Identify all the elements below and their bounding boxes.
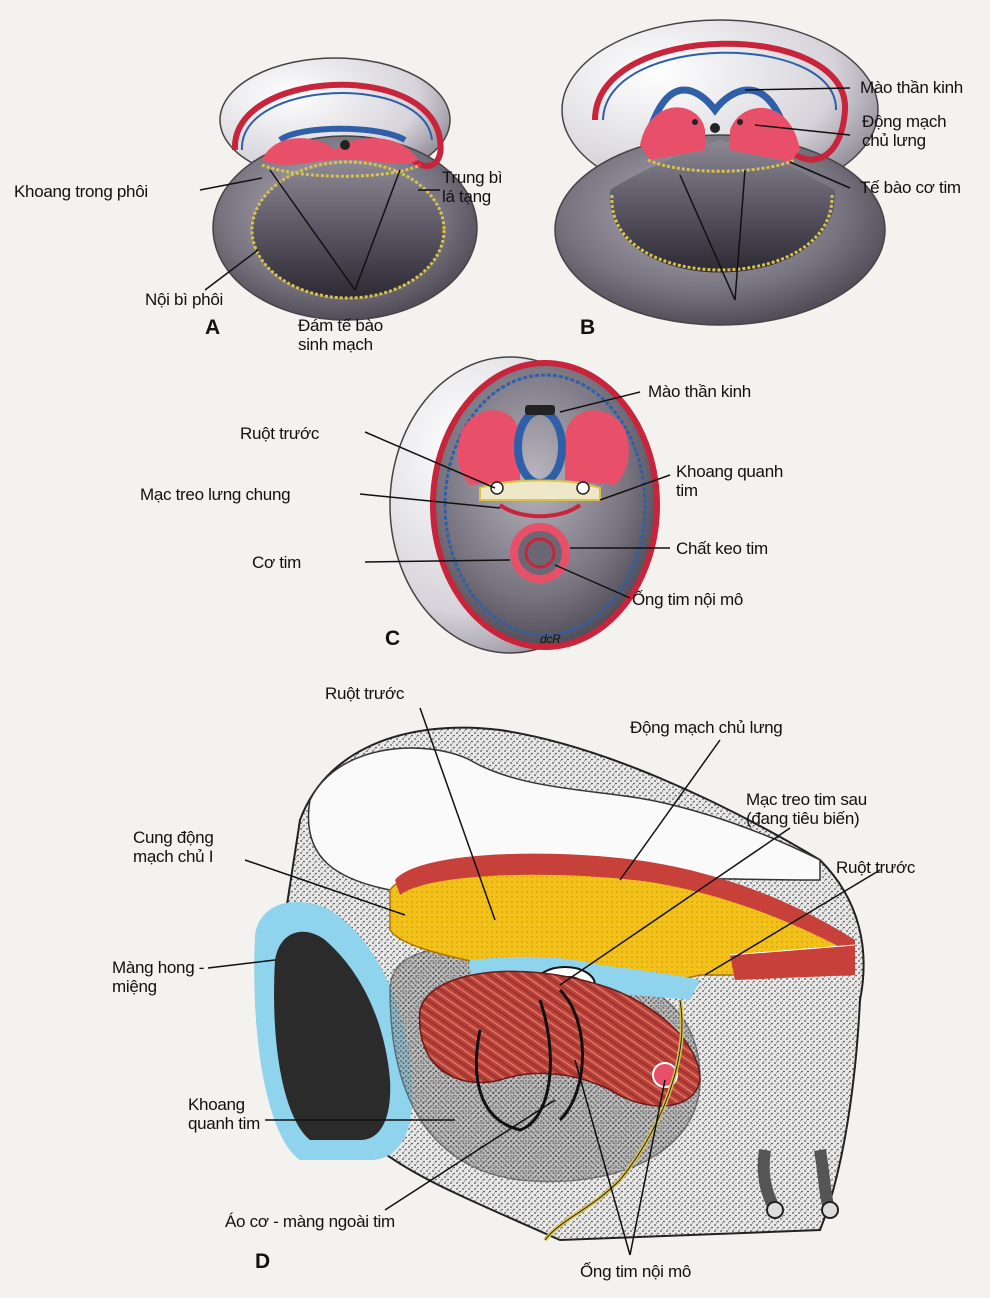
label-ong-tim-noi-mo-d: Ống tim nội mô bbox=[580, 1262, 692, 1281]
label-line: tim bbox=[676, 481, 698, 500]
label-line: Đám tế bào bbox=[298, 316, 383, 335]
label-line: Mạc treo tim sau bbox=[746, 790, 867, 809]
panel-b-drawing bbox=[554, 19, 886, 326]
label-cung-dong-mach-chu: Cung động mạch chủ I bbox=[133, 828, 214, 866]
label-mao-than-kinh-c: Mào thần kinh bbox=[648, 382, 751, 401]
label-mac-treo-tim-sau: Mạc treo tim sau (đang tiêu biến) bbox=[746, 790, 867, 828]
label-line: Màng hong - bbox=[112, 958, 205, 977]
label-trung-bi-la-tang: Trung bì lá tạng bbox=[442, 168, 503, 206]
label-dong-mach-chu-lung-d: Động mạch chủ lưng bbox=[630, 718, 783, 737]
label-chat-keo-tim: Chất keo tim bbox=[676, 539, 768, 558]
label-ruot-truoc-d-top: Ruột trước bbox=[325, 684, 405, 703]
label-line: Cung động bbox=[133, 828, 214, 847]
label-line: quanh tim bbox=[188, 1114, 260, 1133]
label-noi-bi-phoi: Nội bì phôi bbox=[145, 290, 223, 309]
label-line: (đang tiêu biến) bbox=[746, 809, 860, 828]
leader-lines bbox=[199, 87, 881, 1256]
label-ong-tim-noi-mo-c: Ống tim nội mô bbox=[632, 590, 744, 609]
label-dam-te-bao-sinh-mach: Đám tế bào sinh mạch bbox=[298, 316, 383, 354]
label-ruot-truoc-c: Ruột trước bbox=[240, 424, 320, 443]
panel-label-d: D bbox=[255, 1250, 271, 1273]
label-ruot-truoc-d-right: Ruột trước bbox=[836, 858, 916, 877]
panel-label-b: B bbox=[580, 316, 596, 339]
panel-a-drawing bbox=[212, 57, 478, 321]
label-mac-treo-lung-chung: Mạc treo lưng chung bbox=[140, 485, 291, 504]
panel-label-c: C bbox=[385, 627, 401, 650]
label-ao-co-mang-ngoai-tim: Áo cơ - màng ngoài tim bbox=[225, 1212, 395, 1231]
label-line: miệng bbox=[112, 977, 157, 996]
panel-d-drawing bbox=[254, 726, 865, 1242]
label-khoang-quanh-tim-d: Khoang quanh tim bbox=[188, 1095, 260, 1133]
label-line: Động mạch bbox=[862, 112, 947, 131]
label-line: Khoang bbox=[188, 1095, 245, 1114]
label-line: Trung bì bbox=[442, 168, 503, 187]
panel-label-a: A bbox=[205, 316, 221, 339]
panel-c-drawing bbox=[389, 356, 660, 654]
label-line: mạch chủ I bbox=[133, 847, 214, 866]
label-line: chủ lưng bbox=[862, 131, 926, 150]
label-line: sinh mạch bbox=[298, 335, 373, 354]
artist-signature: dcR bbox=[540, 632, 561, 646]
label-mao-than-kinh-b: Mào thần kinh bbox=[860, 78, 963, 97]
label-khoang-trong-phoi: Khoang trong phôi bbox=[14, 182, 148, 201]
label-khoang-quanh-tim-c: Khoang quanh tim bbox=[676, 462, 783, 500]
label-mang-hong-mieng: Màng hong - miệng bbox=[112, 958, 204, 996]
label-co-tim: Cơ tim bbox=[252, 553, 302, 572]
label-te-bao-co-tim: Tế bào cơ tim bbox=[860, 178, 961, 197]
label-line: lá tạng bbox=[442, 187, 491, 206]
label-line: Khoang quanh bbox=[676, 462, 784, 481]
label-dong-mach-chu-lung-b: Động mạch chủ lưng bbox=[862, 112, 947, 150]
